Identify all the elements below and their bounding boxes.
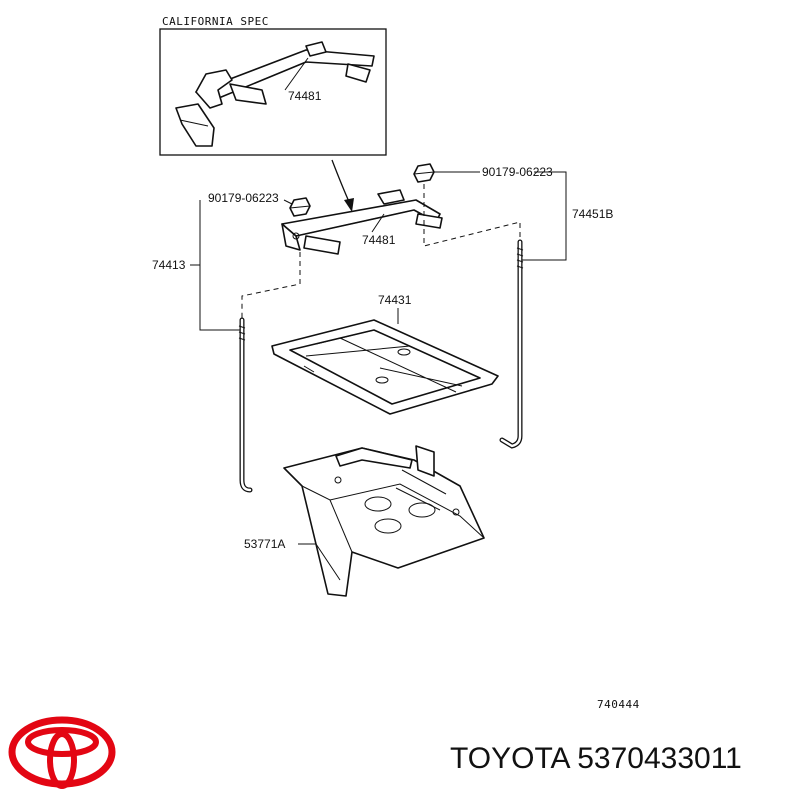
- nut-left-label: 90179-06223: [208, 191, 279, 205]
- rod-left-bracket: [199, 200, 240, 331]
- rod-left-label: 74413: [152, 258, 186, 272]
- battery-tray: [283, 445, 485, 597]
- inset-california-spec: CALIFORNIA SPEC 74481: [159, 15, 387, 156]
- arrow-connector: [331, 159, 354, 212]
- alignment-dashes: [241, 184, 521, 318]
- rod-right-bracket: [522, 171, 567, 261]
- nut-right-label: 90179-06223: [482, 165, 553, 179]
- inset-leader: [284, 57, 309, 91]
- rod-right-label: 74451B: [572, 207, 613, 221]
- rod-right: [499, 239, 524, 449]
- hold-down-clamp: [281, 189, 443, 255]
- tray-label: 53771A: [244, 537, 285, 551]
- inset-clamp-drawing: [175, 41, 375, 147]
- toyota-logo-icon: [8, 716, 116, 789]
- rod-left: [238, 317, 253, 493]
- clamp-label: 74481: [362, 233, 396, 247]
- nut-right: [413, 163, 435, 183]
- inset-part-label: 74481: [288, 89, 322, 103]
- part-number-caption: TOYOTA 5370433011: [450, 742, 742, 775]
- nut-left: [289, 197, 311, 217]
- frame-label: 74431: [378, 293, 412, 307]
- tray-leader: [298, 543, 341, 581]
- inset-title: CALIFORNIA SPEC: [162, 15, 269, 28]
- clamp-leader: [371, 213, 385, 233]
- battery-frame: [271, 319, 499, 415]
- inset-frame: [159, 28, 387, 156]
- diagram-code: 740444: [597, 698, 640, 711]
